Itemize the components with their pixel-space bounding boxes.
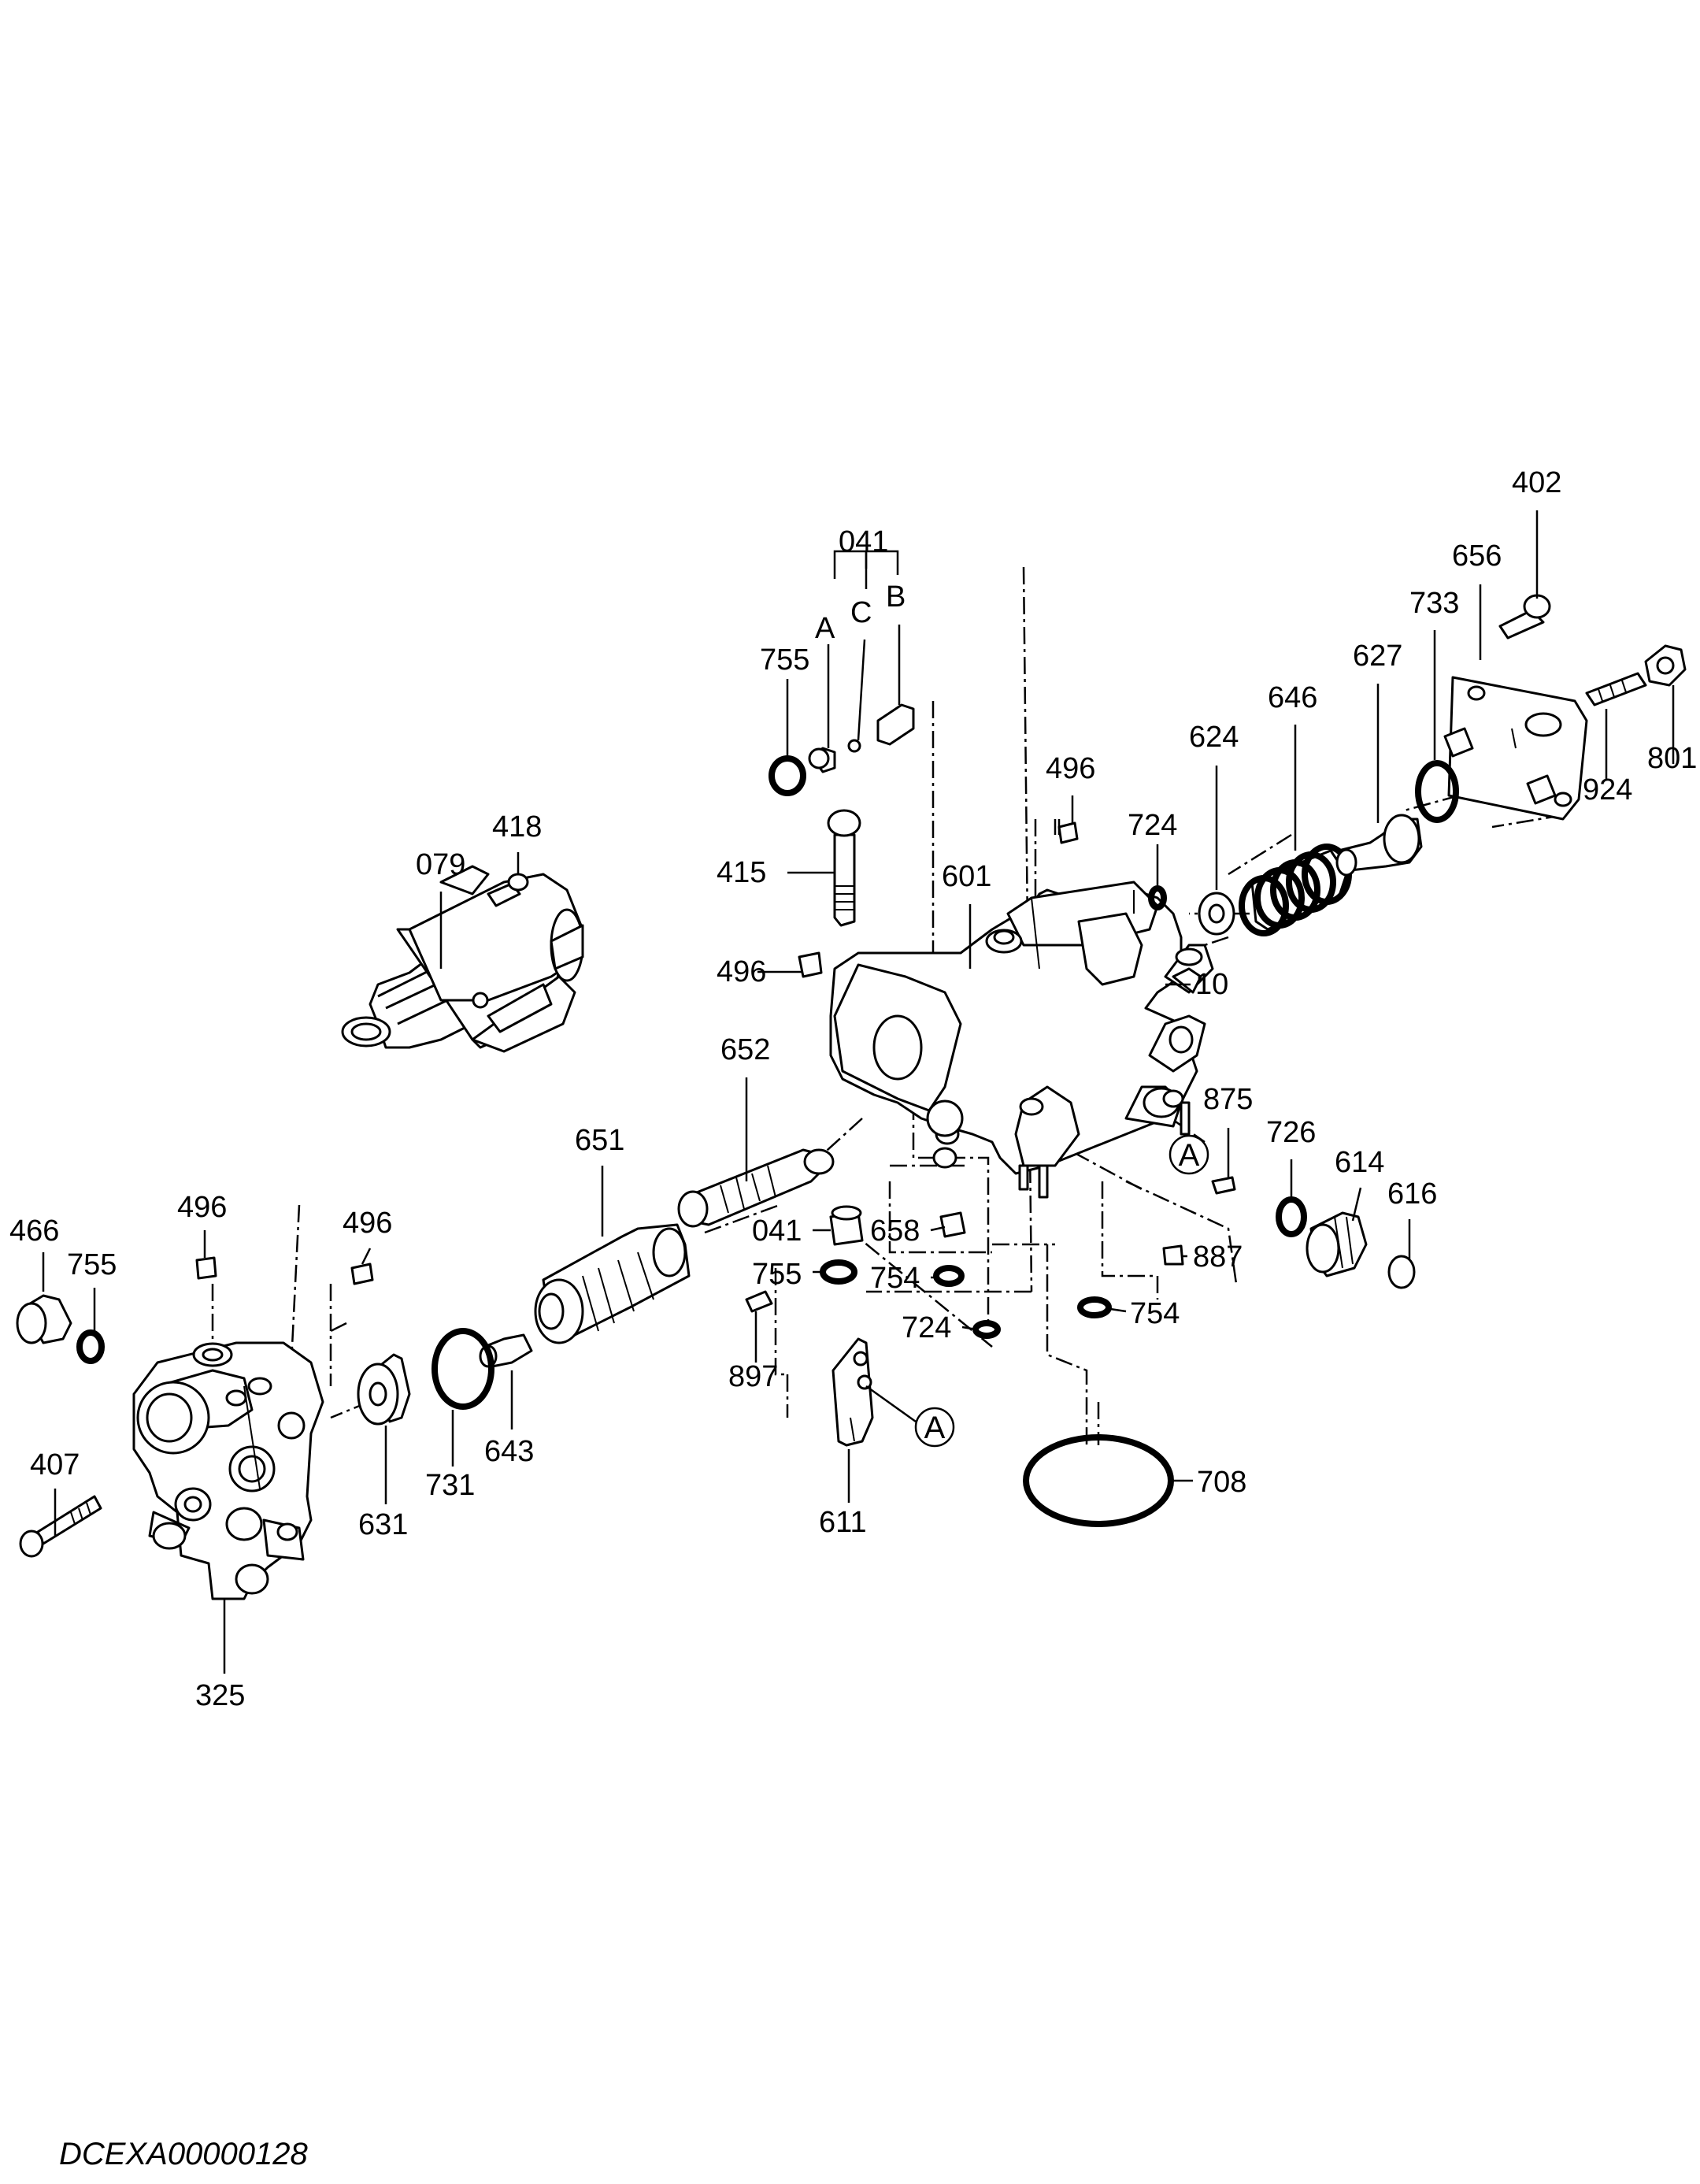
- link-611: [831, 1337, 874, 1447]
- screw-418: [487, 873, 529, 907]
- plug-614: [1306, 1211, 1368, 1277]
- label-10: 10: [1195, 968, 1228, 1001]
- label-407: 407: [30, 1448, 80, 1481]
- label-724-top: 724: [1128, 809, 1177, 842]
- label-079: 079: [416, 848, 465, 881]
- plunger-631: [357, 1353, 411, 1426]
- label-496-mid: 496: [717, 955, 766, 988]
- spring-646: [1239, 844, 1352, 936]
- reference-marker-a1: A: [1169, 1134, 1209, 1175]
- o-ring-733: [1415, 760, 1459, 823]
- piston-627: [1335, 814, 1423, 877]
- part-labels: 402 656 733 627 646 624 924 801 041 A C …: [9, 466, 1697, 1712]
- label-924: 924: [1583, 773, 1632, 806]
- plug-496-top: [1057, 821, 1079, 844]
- label-041-a: A: [815, 612, 835, 645]
- reference-marker-a2: A: [865, 1385, 955, 1448]
- housing-601: [829, 881, 1214, 1199]
- label-041-b: B: [886, 580, 906, 614]
- label-611: 611: [819, 1506, 867, 1539]
- label-643: 643: [484, 1435, 534, 1468]
- label-651: 651: [575, 1124, 624, 1157]
- o-ring-755-top: [769, 755, 806, 796]
- screw-924: [1585, 672, 1647, 706]
- seat-624: [1198, 892, 1235, 936]
- cover-656: [1443, 676, 1588, 821]
- label-616: 616: [1387, 1177, 1437, 1211]
- o-ring-755-mid: [820, 1259, 857, 1285]
- label-801: 801: [1647, 742, 1697, 775]
- label-731: 731: [425, 1469, 475, 1502]
- label-887: 887: [1193, 1240, 1243, 1274]
- label-041-top: 041: [839, 525, 888, 558]
- bolt-407: [19, 1495, 102, 1558]
- label-755-top: 755: [760, 643, 809, 677]
- spool-652: [677, 1148, 835, 1228]
- label-733: 733: [1409, 587, 1459, 620]
- plug-041: [829, 1205, 864, 1246]
- label-418: 418: [492, 810, 542, 844]
- svg-text:A: A: [1179, 1138, 1200, 1173]
- label-897: 897: [728, 1360, 778, 1393]
- pin-897: [745, 1290, 773, 1313]
- label-754-right: 754: [1130, 1297, 1180, 1330]
- regulator-body-325: [132, 1341, 324, 1600]
- label-658: 658: [870, 1214, 920, 1248]
- plug-496-left: [195, 1256, 217, 1280]
- label-708: 708: [1197, 1466, 1246, 1499]
- label-627: 627: [1353, 640, 1402, 673]
- label-652: 652: [720, 1033, 770, 1066]
- screw-402: [1498, 594, 1551, 640]
- nut-801: [1644, 644, 1687, 687]
- label-755-left: 755: [67, 1248, 117, 1281]
- label-614: 614: [1335, 1146, 1384, 1179]
- solenoid-valve-079: [341, 865, 584, 1053]
- label-325: 325: [195, 1679, 245, 1712]
- plug-658: [939, 1211, 966, 1238]
- label-496-left2: 496: [343, 1207, 392, 1240]
- drawing-code: DCEXA00000128: [59, 2137, 309, 2171]
- label-754-mid: 754: [870, 1262, 920, 1295]
- o-ring-726: [1276, 1196, 1307, 1237]
- svg-text:A: A: [924, 1411, 946, 1445]
- o-ring-755-left: [76, 1329, 105, 1364]
- pin-875: [1211, 1176, 1236, 1195]
- o-ring-731: [431, 1328, 494, 1410]
- bolt-415: [827, 809, 861, 927]
- o-ring-708: [1023, 1434, 1174, 1527]
- o-ring-754-right: [1077, 1296, 1112, 1318]
- label-875: 875: [1203, 1083, 1253, 1116]
- label-496-top: 496: [1046, 752, 1095, 785]
- spool-651: [534, 1223, 691, 1344]
- label-631: 631: [358, 1508, 408, 1541]
- label-656: 656: [1452, 540, 1502, 573]
- label-624: 624: [1189, 721, 1239, 754]
- plug-466: [16, 1294, 72, 1344]
- label-724-low: 724: [902, 1311, 951, 1344]
- label-755-mid: 755: [752, 1258, 802, 1291]
- o-ring-724-low: [972, 1320, 1001, 1339]
- o-ring-754-mid: [933, 1265, 965, 1287]
- pin-887: [1162, 1244, 1184, 1266]
- plug-041-set: [808, 703, 915, 773]
- label-646: 646: [1268, 681, 1317, 714]
- leader-lines: [42, 510, 1675, 1674]
- label-415: 415: [717, 856, 766, 889]
- label-496-left: 496: [177, 1191, 227, 1224]
- label-041-mid: 041: [752, 1214, 802, 1248]
- label-726: 726: [1266, 1116, 1316, 1149]
- label-466: 466: [9, 1214, 59, 1248]
- label-601: 601: [942, 860, 991, 893]
- label-041-c: C: [850, 596, 872, 629]
- plug-496-mid: [798, 951, 823, 978]
- label-402: 402: [1512, 466, 1561, 499]
- snap-ring-616: [1387, 1255, 1416, 1289]
- plug-496-left2: [350, 1263, 374, 1285]
